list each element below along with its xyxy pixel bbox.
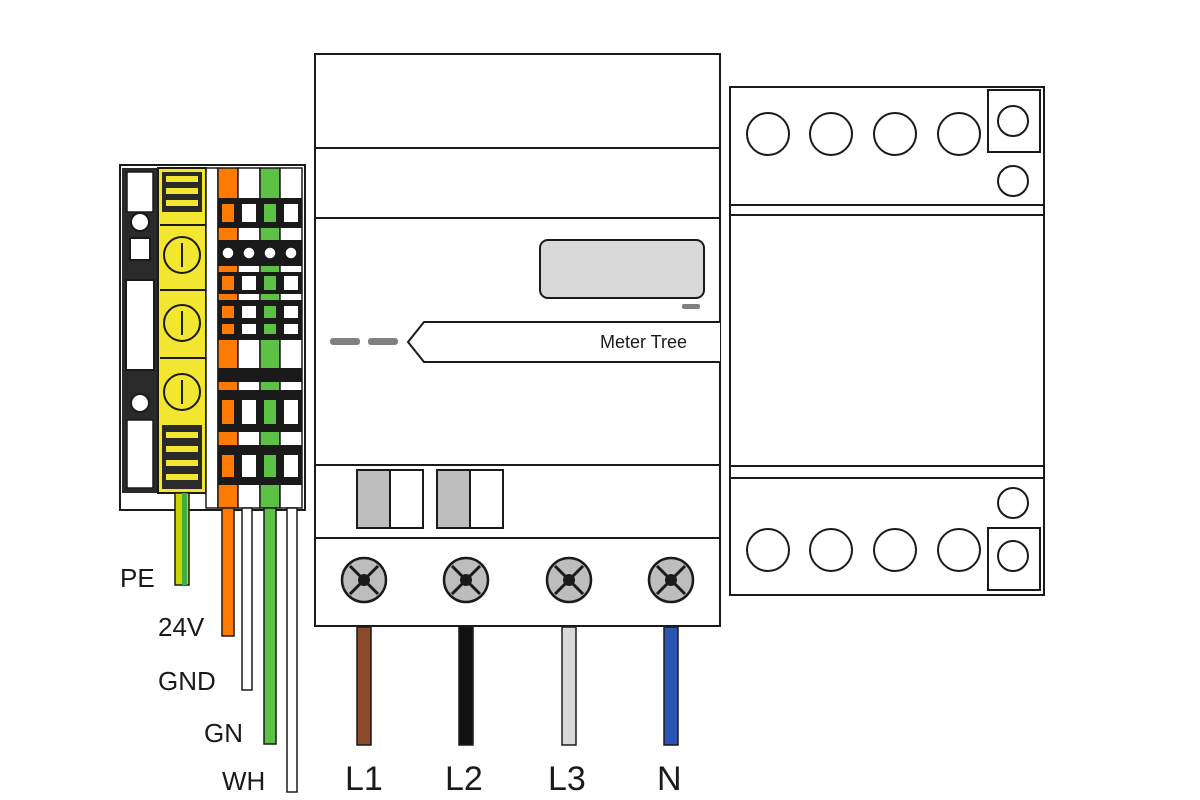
wire-n: [663, 626, 679, 746]
dip-switch: [436, 469, 504, 529]
contactor: [729, 86, 1045, 596]
label-gn: GN: [204, 718, 243, 748]
signal-terminals: [205, 167, 303, 509]
label-n: N: [657, 760, 682, 798]
label-l1: L1: [345, 760, 383, 798]
screw-terminal-l2: [442, 556, 490, 604]
dash-icon: [330, 338, 360, 345]
label-gnd: GND: [158, 666, 216, 696]
energy-meter: Meter Tree: [314, 53, 721, 627]
terminal-hole-icon: [746, 528, 790, 572]
label-l2: L2: [445, 760, 483, 798]
meter-label-tag: [406, 321, 720, 363]
terminal-hole-icon: [809, 112, 853, 156]
wire-l1: [356, 626, 372, 746]
screw-terminal-l1: [340, 556, 388, 604]
meter-label: Meter Tree: [600, 332, 687, 352]
dash-icon: [368, 338, 398, 345]
label-l3: L3: [548, 760, 586, 798]
wire-l3: [561, 626, 577, 746]
wire-wh: [286, 507, 298, 793]
screw-terminal-l3: [545, 556, 593, 604]
phase-wires: L1 L2 L3 N: [345, 626, 682, 798]
terminal-hole-icon: [937, 112, 981, 156]
dip-switch: [356, 469, 424, 529]
left-wires: PE 24V GND GN WH: [120, 492, 298, 796]
terminal-hole-icon: [873, 112, 917, 156]
terminal-hole-icon: [997, 487, 1029, 519]
screw-terminal-n: [647, 556, 695, 604]
terminal-hole-icon: [937, 528, 981, 572]
label-pe: PE: [120, 563, 155, 593]
label-wh: WH: [222, 766, 265, 796]
wire-l2: [458, 626, 474, 746]
wire-gnd: [241, 507, 253, 691]
terminal-hole-icon: [997, 105, 1029, 137]
terminal-hole-icon: [997, 165, 1029, 197]
terminal-hole-icon: [746, 112, 790, 156]
wire-24v: [221, 507, 235, 637]
wire-gn: [263, 507, 277, 745]
terminal-block: [119, 164, 306, 511]
label-24v: 24V: [158, 612, 205, 642]
terminal-hole-icon: [997, 540, 1029, 572]
terminal-hole-icon: [809, 528, 853, 572]
meter-display: [539, 239, 705, 299]
terminal-hole-icon: [873, 528, 917, 572]
